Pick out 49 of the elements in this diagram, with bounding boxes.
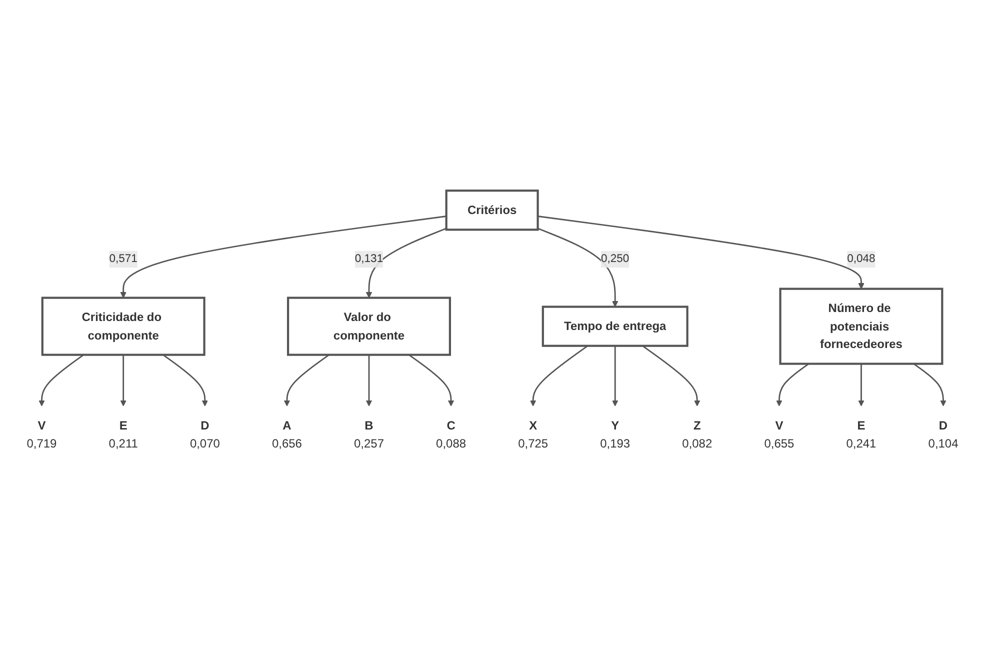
node-text: Y: [611, 418, 620, 432]
arrow: [913, 362, 946, 406]
node-label: 0,257: [354, 436, 384, 450]
node-text: A: [282, 418, 292, 432]
arrow: [366, 354, 372, 406]
arrow: [38, 354, 84, 406]
arrow: [858, 363, 864, 406]
node-text: V: [38, 418, 46, 432]
node-text: X: [529, 418, 538, 432]
node-box: Valor do componente: [287, 296, 451, 356]
node-label: 0,656: [272, 436, 302, 450]
node-label: 0,719: [26, 436, 57, 450]
node-text: C: [446, 418, 456, 432]
node-text: B: [364, 418, 374, 432]
node-label: 0,211: [108, 436, 138, 450]
node-label: 0,193: [600, 436, 630, 450]
node-text: D: [938, 418, 948, 432]
arrow: [642, 344, 700, 406]
node-label: 0,241: [846, 436, 876, 450]
arrow: [120, 354, 126, 406]
node-label: 0,725: [518, 436, 548, 450]
node-text: V: [775, 418, 784, 432]
node-text: D: [200, 418, 210, 432]
arrow: [284, 354, 330, 406]
arrow: [530, 344, 588, 406]
arrow: [776, 362, 810, 406]
arrow: [538, 227, 618, 307]
arrow: [162, 354, 208, 406]
node-box: Número de potenciais fornecedeores: [779, 287, 944, 364]
arrow: [612, 346, 618, 406]
node-label: 0,655: [764, 436, 794, 450]
edge-label: 0,250: [601, 252, 630, 265]
node-label: 0,070: [190, 436, 220, 450]
arrow: [120, 215, 446, 298]
node-text: Z: [693, 418, 701, 432]
node-text: E: [119, 418, 128, 432]
arrow: [538, 215, 864, 289]
edge-label: 0,048: [847, 252, 876, 265]
node-text: E: [857, 418, 866, 432]
arrow: [366, 227, 447, 298]
node-label: 0,104: [928, 436, 958, 450]
arrow: [408, 354, 454, 406]
edge-label: 0,131: [354, 252, 384, 265]
node-label: 0,082: [682, 436, 712, 450]
node-box: Criticidade do componente: [41, 296, 206, 356]
edge-label: 0,571: [109, 252, 138, 265]
node-box: Tempo de entrega: [542, 305, 688, 347]
node-box: Critérios: [445, 189, 539, 230]
node-label: 0,088: [436, 436, 466, 450]
